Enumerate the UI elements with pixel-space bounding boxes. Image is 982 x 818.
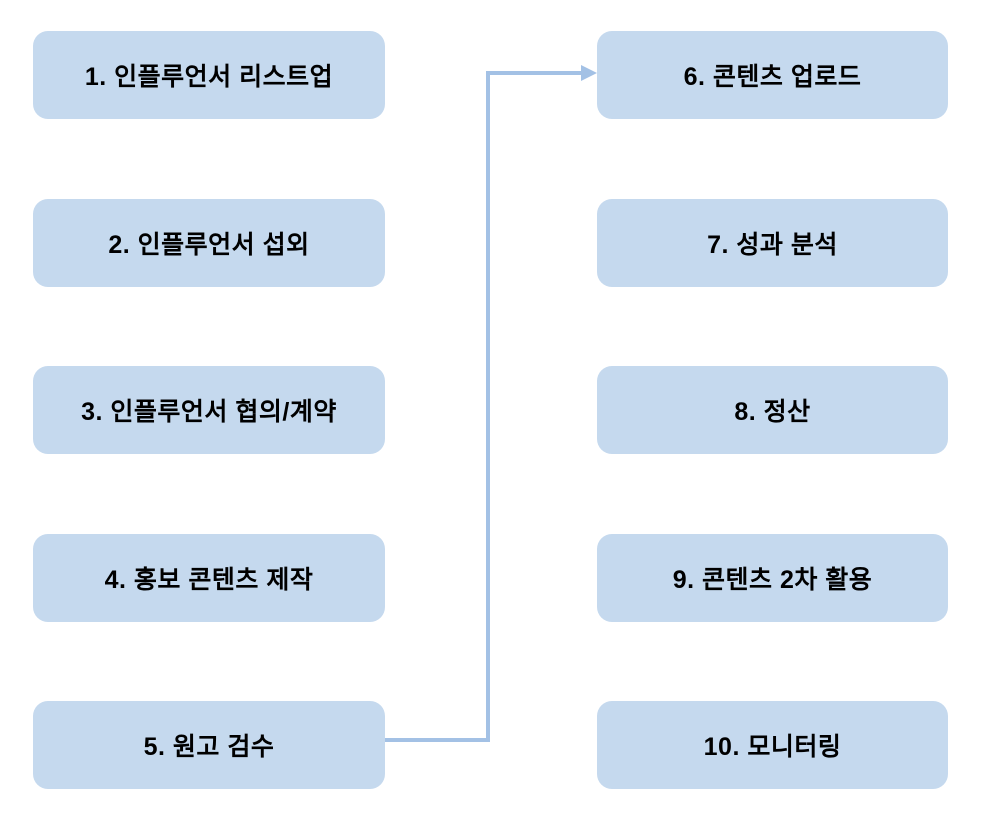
flow-box-10: 10. 모니터링: [597, 701, 948, 789]
flow-box-7-label: 7. 성과 분석: [707, 231, 838, 259]
flow-box-2: 2. 인플루언서 섭외: [33, 199, 385, 287]
flow-box-10-label: 10. 모니터링: [703, 733, 842, 761]
flow-box-3: 3. 인플루언서 협의/계약: [33, 366, 385, 454]
flow-box-1-label: 1. 인플루언서 리스트업: [84, 63, 334, 91]
flow-box-2-label: 2. 인플루언서 섭외: [108, 231, 310, 259]
arrowhead-icon: [581, 65, 597, 81]
flow-box-8-label: 8. 정산: [734, 398, 811, 426]
connector-elbow-line: [385, 71, 583, 742]
flow-box-6: 6. 콘텐츠 업로드: [597, 31, 948, 119]
flow-box-9-label: 9. 콘텐츠 2차 활용: [672, 566, 873, 594]
flow-box-1: 1. 인플루언서 리스트업: [33, 31, 385, 119]
flow-box-4: 4. 홍보 콘텐츠 제작: [33, 534, 385, 622]
flow-box-5-label: 5. 원고 검수: [143, 733, 275, 761]
flow-box-9: 9. 콘텐츠 2차 활용: [597, 534, 948, 622]
flow-box-4-label: 4. 홍보 콘텐츠 제작: [104, 566, 314, 594]
flow-box-8: 8. 정산: [597, 366, 948, 454]
flow-box-6-label: 6. 콘텐츠 업로드: [683, 63, 862, 91]
flow-box-5: 5. 원고 검수: [33, 701, 385, 789]
flow-box-3-label: 3. 인플루언서 협의/계약: [81, 398, 337, 426]
flow-box-7: 7. 성과 분석: [597, 199, 948, 287]
